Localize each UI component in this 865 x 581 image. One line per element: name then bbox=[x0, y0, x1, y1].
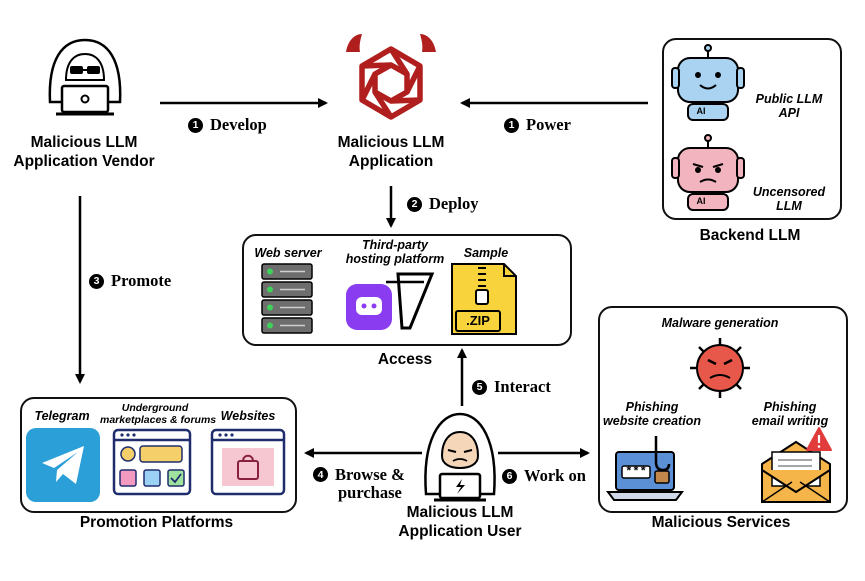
vendor-label-line2: Application Vendor bbox=[13, 153, 155, 170]
public-llm-label-line2: API bbox=[778, 106, 800, 120]
develop-edge-label: 1 Develop bbox=[188, 116, 267, 134]
telegram-icon bbox=[26, 428, 100, 502]
phishing-email-envelope-icon bbox=[761, 440, 831, 503]
uncensored-llm-robot-icon bbox=[671, 134, 745, 211]
backend-llm-title: Backend LLM bbox=[699, 227, 801, 244]
app-label-line2: Application bbox=[348, 153, 434, 170]
power-step-number: 1 bbox=[504, 117, 519, 133]
malware-generation-label: Malware generation bbox=[661, 316, 779, 330]
promote-edge-label: 3 Promote bbox=[89, 272, 171, 290]
user-label-line1: Malicious LLM bbox=[406, 504, 514, 521]
vendor-label-line1: Malicious LLM bbox=[30, 134, 138, 151]
interact-label-text: Interact bbox=[494, 377, 551, 396]
phishing-website-label-line1: Phishing bbox=[625, 400, 679, 414]
password-mask-text: *** bbox=[625, 465, 647, 479]
hosting-platform-label: Third-party hosting platform bbox=[340, 238, 450, 266]
phishing-website-label-line2: website creation bbox=[603, 414, 701, 428]
develop-label-text: Develop bbox=[210, 115, 267, 134]
hacker-user-icon bbox=[424, 412, 496, 502]
underground-label: Underground marketplaces & forums bbox=[100, 402, 217, 426]
promote-label-text: Promote bbox=[111, 271, 172, 290]
warning-icon bbox=[806, 427, 832, 451]
deploy-label-text: Deploy bbox=[429, 194, 479, 213]
power-edge-label: 1 Power bbox=[504, 116, 571, 134]
hosting-platform-label-line1: Third-party bbox=[362, 238, 428, 252]
phishing-email-label-line2: email writing bbox=[751, 414, 829, 428]
public-llm-label-line1: Public LLM bbox=[755, 92, 823, 106]
develop-step-number: 1 bbox=[188, 117, 203, 133]
app-label: Malicious LLM Application bbox=[316, 133, 466, 171]
browse-edge-label: 4 Browse & purchase bbox=[313, 466, 405, 502]
work-on-step-number: 6 bbox=[502, 468, 517, 484]
phishing-email-label-line1: Phishing bbox=[763, 400, 817, 414]
hacker-vendor-icon bbox=[48, 38, 122, 116]
uncensored-llm-label-line1: Uncensored bbox=[752, 185, 826, 199]
user-label-line2: Application User bbox=[398, 523, 522, 540]
browse-label-line2: purchase bbox=[337, 483, 402, 502]
hosting-platform-label-line2: hosting platform bbox=[345, 252, 445, 266]
malware-virus-icon bbox=[690, 338, 750, 398]
deploy-edge-label: 2 Deploy bbox=[407, 195, 479, 213]
underground-label-line2: marketplaces & forums bbox=[100, 414, 217, 426]
interact-edge-label: 5 Interact bbox=[472, 378, 551, 396]
browse-step-number: 4 bbox=[313, 467, 328, 482]
uncensored-llm-label: Uncensored LLM bbox=[748, 185, 830, 213]
web-server-icon bbox=[261, 263, 313, 334]
public-llm-robot-icon bbox=[671, 44, 745, 121]
zip-extension-label: .ZIP bbox=[466, 313, 490, 328]
vendor-label: Malicious LLM Application Vendor bbox=[0, 133, 168, 171]
power-label-text: Power bbox=[526, 115, 571, 134]
browse-label-line1: Browse & bbox=[335, 465, 405, 484]
promote-step-number: 3 bbox=[89, 273, 104, 289]
interact-step-number: 5 bbox=[472, 379, 487, 395]
app-label-line1: Malicious LLM bbox=[337, 134, 445, 151]
phishing-laptop-icon bbox=[606, 436, 684, 501]
malicious-llm-logo-icon bbox=[346, 34, 436, 120]
access-title: Access bbox=[377, 351, 433, 368]
hosting-platform-icon bbox=[346, 272, 435, 330]
websites-icon bbox=[210, 428, 286, 496]
promotion-platforms-title: Promotion Platforms bbox=[79, 514, 234, 531]
underground-label-line1: Underground bbox=[121, 402, 189, 414]
public-llm-label: Public LLM API bbox=[748, 92, 830, 120]
uncensored-llm-ai-badge: AI bbox=[696, 196, 706, 206]
deploy-step-number: 2 bbox=[407, 196, 422, 212]
phishing-website-label: Phishing website creation bbox=[600, 400, 704, 428]
work-on-label-text: Work on bbox=[524, 466, 586, 485]
sample-label: Sample bbox=[463, 246, 509, 260]
underground-forums-icon bbox=[112, 428, 192, 496]
public-llm-ai-badge: AI bbox=[696, 106, 706, 116]
telegram-label: Telegram bbox=[34, 409, 90, 423]
websites-label: Websites bbox=[220, 409, 276, 423]
malicious-services-title: Malicious Services bbox=[651, 514, 791, 531]
uncensored-llm-label-line2: LLM bbox=[776, 199, 802, 213]
user-label: Malicious LLM Application User bbox=[385, 503, 535, 541]
web-server-label: Web server bbox=[254, 246, 322, 260]
work-on-edge-label: 6 Work on bbox=[502, 467, 586, 485]
phishing-email-label: Phishing email writing bbox=[740, 400, 840, 428]
browse-label-text: Browse & purchase bbox=[335, 466, 405, 502]
zip-file-icon bbox=[451, 263, 517, 335]
